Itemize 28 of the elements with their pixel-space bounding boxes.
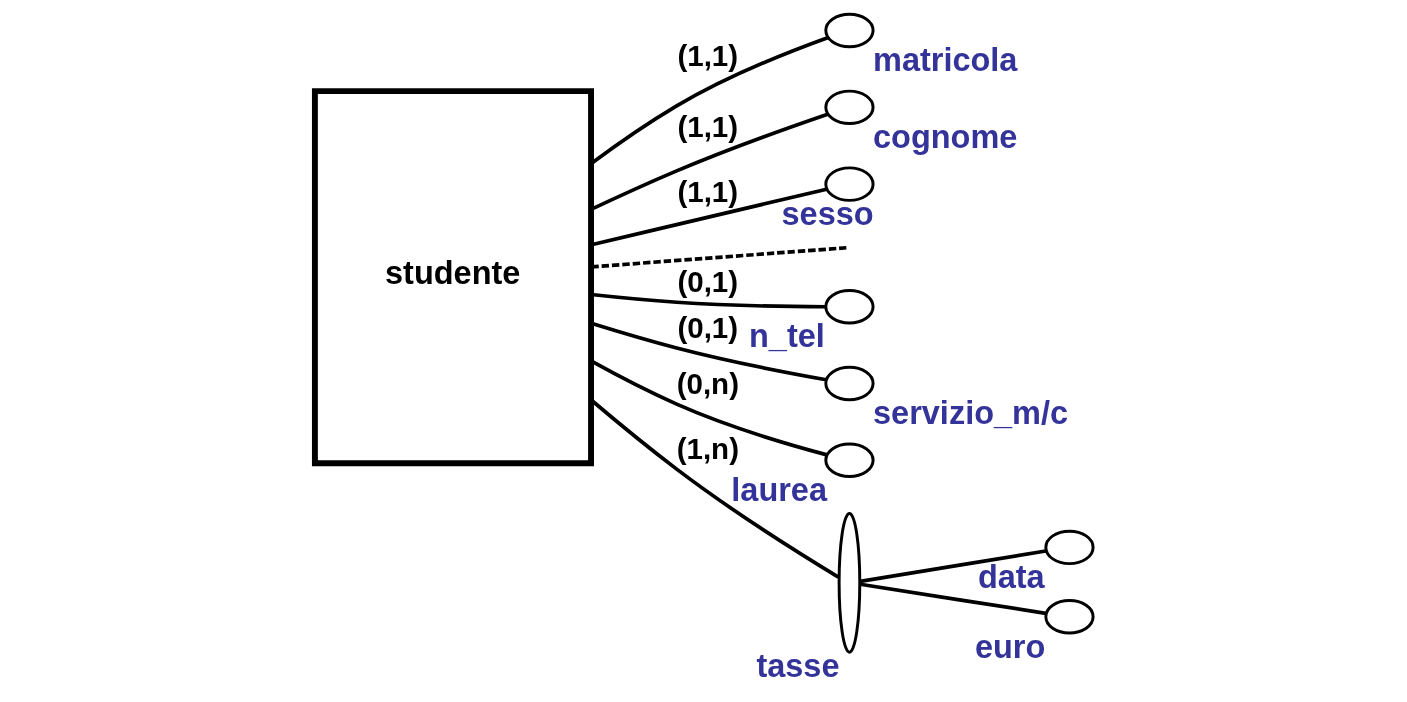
node-circle bbox=[1043, 599, 1095, 635]
edge-label: (1,n) bbox=[676, 431, 739, 465]
node-circle bbox=[1043, 529, 1095, 566]
edge-label: (1,1) bbox=[676, 174, 738, 208]
connector bbox=[859, 582, 1046, 616]
node-label: cognome bbox=[872, 119, 1017, 156]
node-label: n_tel bbox=[748, 318, 825, 355]
edge-label: (0,n) bbox=[676, 366, 739, 400]
edge-label: (1,1) bbox=[676, 39, 738, 73]
node-circle bbox=[823, 442, 875, 478]
connector bbox=[859, 549, 1046, 584]
node-label: data bbox=[977, 559, 1045, 596]
node-ellipse bbox=[837, 511, 861, 654]
node-circle bbox=[823, 365, 875, 402]
node-box: studente bbox=[311, 88, 594, 467]
node-label: matricola bbox=[872, 42, 1017, 79]
edge-label: (1,1) bbox=[676, 109, 738, 143]
node-label: laurea bbox=[730, 472, 827, 509]
node-circle bbox=[823, 289, 875, 325]
node-label: tasse bbox=[755, 647, 839, 684]
node-label: sesso bbox=[781, 195, 874, 232]
node-circle bbox=[823, 89, 875, 126]
node-label: euro bbox=[974, 628, 1045, 665]
node-circle bbox=[823, 166, 875, 202]
node-circle bbox=[823, 12, 875, 49]
edge-label: (0,1) bbox=[676, 310, 738, 344]
edge-label: (0,1) bbox=[676, 264, 738, 298]
node-label: servizio_m/c bbox=[872, 395, 1068, 432]
